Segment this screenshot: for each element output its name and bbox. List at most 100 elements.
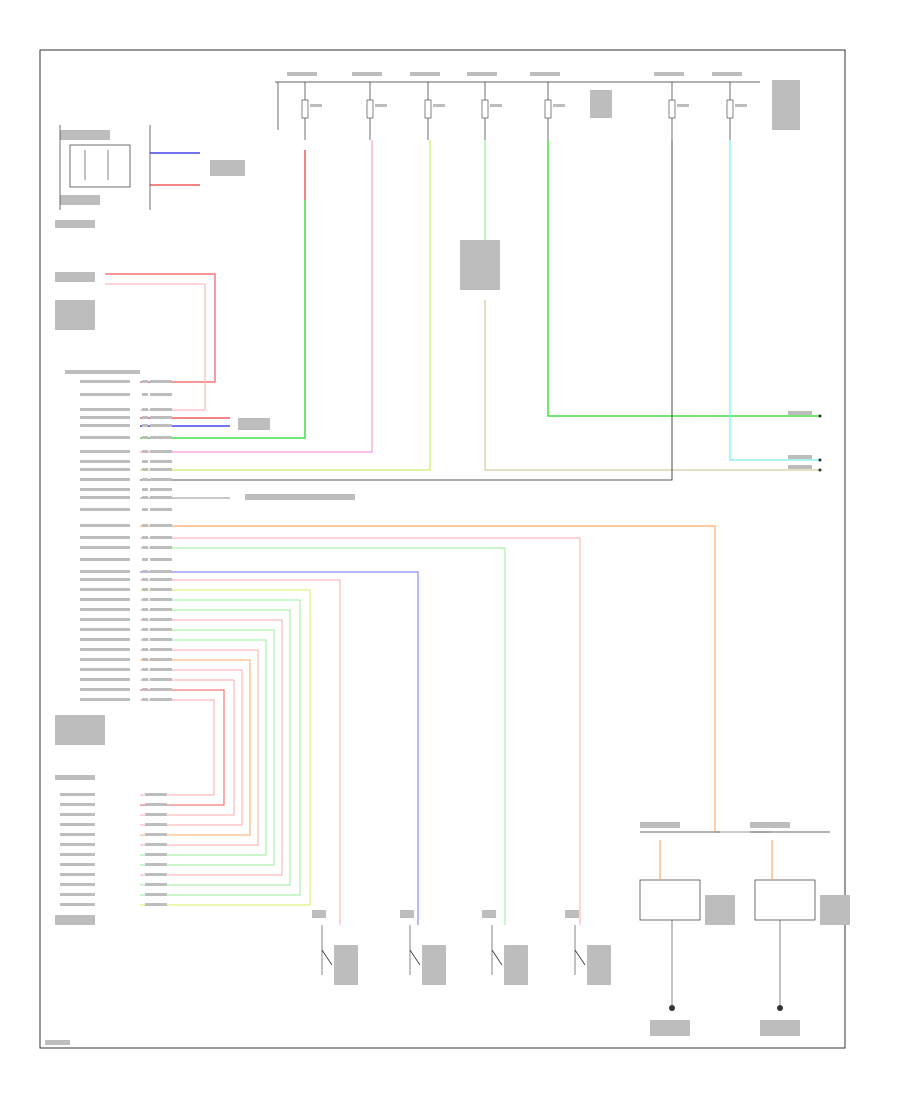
ecm-wire-color-2	[150, 393, 172, 396]
ecm-pin-name-23	[80, 618, 130, 621]
right-ground-caption	[760, 1020, 800, 1036]
ecm-pin-name-13	[80, 508, 130, 511]
ecm-pin-name-10	[80, 478, 130, 481]
ecm-pin-number-12	[142, 496, 148, 499]
ecm-ground-label	[245, 494, 355, 500]
wire-salmon-ecm	[140, 537, 581, 925]
connector-3	[818, 468, 822, 472]
wire-combination-3	[140, 609, 291, 886]
ecm-pin-number-9	[142, 468, 148, 471]
combination-pin-name-9	[60, 873, 95, 876]
wire-group	[105, 140, 820, 925]
ecm-pin-number-13	[142, 508, 148, 511]
ecm-sensor-output-label	[238, 418, 270, 430]
ecm-pin-name-26	[80, 648, 130, 651]
combination-wire-color-2	[145, 803, 167, 806]
ecm-pin-number-17	[142, 558, 148, 561]
ecm-pin-number-26	[142, 648, 148, 651]
ecm-pin-number-28	[142, 668, 148, 671]
ecm-pin-name-19	[80, 578, 130, 581]
fuse-3	[424, 99, 432, 119]
ecm-pin-number-14	[142, 524, 148, 527]
fuse-5	[544, 99, 552, 119]
switch-caption-4	[587, 945, 611, 985]
ecm-pin-number-7	[142, 450, 148, 453]
ecm-pin-number-5	[142, 424, 148, 427]
fuse-label-6	[654, 72, 684, 76]
ecm-pin-number-30	[142, 688, 148, 691]
connector-2	[818, 458, 822, 462]
wire-red-optical	[105, 273, 216, 383]
ecm-pin-name-17	[80, 558, 130, 561]
optical-sensor-caption	[55, 300, 95, 330]
ecm-wire-color-15	[150, 536, 172, 539]
combination-wire-color-4	[145, 823, 167, 826]
ecm-pin-number-1	[142, 380, 148, 383]
wire-green-fuse5	[547, 140, 820, 417]
combination-wire-color-5	[145, 833, 167, 836]
combination-wire-color-11	[145, 893, 167, 896]
left-sensor-caption	[705, 895, 735, 925]
diagram-frame	[39, 49, 846, 1049]
left-sensor-bus-label	[640, 822, 680, 828]
ecm-pin-name-6	[80, 436, 130, 439]
ecm-wire-color-3	[150, 408, 172, 411]
ecm-wire-color-4	[150, 416, 172, 419]
fuse-label-4	[467, 72, 497, 76]
fuse-label-5	[530, 72, 560, 76]
combination-pin-name-6	[60, 843, 95, 846]
ecm-pin-number-31	[142, 698, 148, 701]
relay-label-block	[460, 240, 500, 290]
ecm-wire-color-7	[150, 450, 172, 453]
bottom-switches	[321, 925, 576, 975]
ecm-pin-name-30	[80, 688, 130, 691]
wire-combination-2	[140, 599, 301, 896]
combination-pin-name-1	[60, 793, 95, 796]
fuse-rating-4	[490, 104, 502, 107]
ecm-pin-number-16	[142, 546, 148, 549]
wire-green-fuse1	[140, 200, 306, 439]
fuse-1	[301, 99, 309, 119]
ecm-wire-color-10	[150, 478, 172, 481]
fuse-rating-6	[677, 104, 689, 107]
fuse-label-2	[352, 72, 382, 76]
combination-switch-bottom-caption	[55, 915, 95, 925]
ecm-wire-color-13	[150, 508, 172, 511]
combination-wire-color-9	[145, 873, 167, 876]
switch-contact-1	[321, 949, 333, 966]
wire-lightgreen-fuse3	[140, 140, 431, 471]
fuse-2	[366, 99, 374, 119]
ecm-pin-name-9	[80, 468, 130, 471]
connector-1	[818, 414, 822, 418]
connector-label-2	[788, 455, 812, 459]
ecm-pin-number-23	[142, 618, 148, 621]
wire-combination-9	[140, 669, 243, 826]
fuse-note-block-right	[772, 80, 800, 130]
ecm-pin-name-14	[80, 524, 130, 527]
wire-combination-7	[140, 649, 259, 846]
wire-black-fuse6	[140, 140, 673, 481]
ecm-pin-number-27	[142, 658, 148, 661]
ecm-pin-number-29	[142, 678, 148, 681]
fuse-label-3	[410, 72, 440, 76]
combination-switch	[59, 125, 151, 210]
right-sensor-caption	[820, 895, 850, 925]
ecm-pin-name-8	[80, 460, 130, 463]
ecm-pin-name-12	[80, 496, 130, 499]
right-ground-icon	[777, 1005, 783, 1011]
combination-wire-color-1	[145, 793, 167, 796]
ecm-wire-color-23	[150, 618, 172, 621]
ecm-wire-color-6	[150, 436, 172, 439]
ecm-wire-color-20	[150, 588, 172, 591]
ecm-pin-name-18	[80, 570, 130, 573]
switch-top-label-1	[312, 910, 326, 918]
ecm-pin-name-2	[80, 393, 130, 396]
connector-group	[321, 414, 822, 966]
fuse-7	[726, 99, 734, 119]
combination-wire-color-7	[145, 853, 167, 856]
switch-caption-3	[504, 945, 528, 985]
left-ground-icon	[669, 1005, 675, 1011]
wire-combination-10	[140, 679, 235, 816]
